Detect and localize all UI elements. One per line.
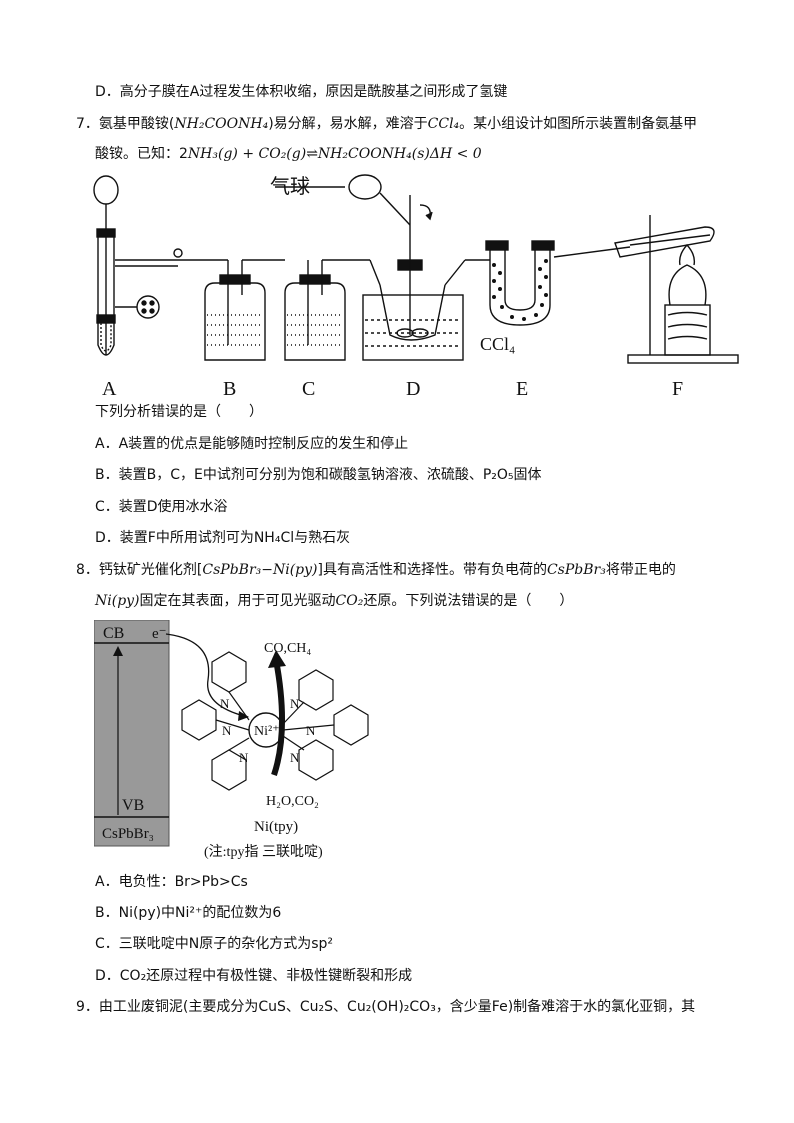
- apparatus-a: [93, 175, 183, 356]
- q7-option-c: C．装置D使用冰水浴: [95, 499, 228, 515]
- apparatus-d: [275, 174, 490, 361]
- apparatus-b: [178, 259, 285, 361]
- q8-formula: CsPbBr₃−Ni(py): [202, 562, 318, 578]
- label-d: D: [406, 378, 420, 400]
- label-b: B: [223, 378, 236, 400]
- reactants-label: H₂O,CO₂: [266, 794, 319, 809]
- apparatus-c: [284, 259, 370, 361]
- q7-ccl4: CCl₄: [427, 116, 460, 132]
- q7-stem-line2: 酸铵。已知：2NH₃(g) + CO₂(g)⇌NH₂COONH₄(s)ΔH < …: [95, 144, 482, 164]
- label-f: F: [672, 378, 683, 400]
- ccl4-label: CCl₄: [480, 334, 515, 354]
- q8-stem-line2: Ni(py)固定在其表面，用于可见光驱动CO₂还原。下列说法错误的是（ ）: [95, 591, 573, 611]
- q8-option-d: D．CO₂还原过程中有极性键、非极性键断裂和形成: [95, 968, 413, 984]
- q7-option-d: D．装置F中所用试剂可为NH₄Cl与熟石灰: [95, 530, 351, 546]
- q8-stem2-b: 还原。下列说法错误的是（ ）: [363, 593, 574, 609]
- complex-note: (注:tpy指 三联吡啶): [204, 844, 323, 860]
- q8-stem-c: 将带正电的: [605, 562, 676, 578]
- n-label-4: N: [290, 696, 300, 711]
- balloon-label: 气球: [270, 175, 310, 198]
- q8-stem-line1: 8．钙钛矿光催化剂[CsPbBr₃−Ni(py)]具有高活性和选择性。带有负电荷…: [76, 560, 676, 580]
- label-e: E: [516, 378, 528, 400]
- cb-label: CB: [103, 625, 124, 642]
- q9-stem: 9．由工业废铜泥(主要成分为CuS、Cu₂S、Cu₂(OH)₂CO₃，含少量Fe…: [76, 999, 696, 1015]
- q7-stem-a: 7．氨基甲酸铵(: [76, 116, 175, 132]
- material-label: CsPbBr₃: [102, 826, 154, 842]
- electron-label: e⁻: [152, 626, 167, 642]
- vb-label: VB: [122, 797, 144, 814]
- q7-stem-line1: 7．氨基甲酸铵(NH₂COONH₄)易分解，易水解，难溶于CCl₄。某小组设计如…: [76, 114, 697, 134]
- q8-co2: CO₂: [335, 593, 364, 609]
- n-label-2: N: [222, 723, 232, 738]
- label-a: A: [102, 378, 117, 400]
- apparatus-e: [485, 240, 631, 326]
- q7-stem-b: )易分解，易水解，难溶于: [268, 116, 428, 132]
- q7-apparatus-diagram: 气球 CCl₄ A B C D E F: [93, 174, 739, 400]
- q7-prompt: 下列分析错误的是（ ）: [95, 404, 263, 420]
- q7-option-a: A．A装置的优点是能够随时控制反应的发生和停止: [95, 436, 409, 452]
- apparatus-f: [614, 215, 739, 364]
- q7-stem2-a: 酸铵。已知：2: [95, 146, 188, 162]
- ni-label: Ni²⁺: [254, 724, 280, 739]
- q7-equation: NH₃(g) + CO₂(g)⇌NH₂COONH₄(s)ΔH < 0: [187, 146, 482, 162]
- q8-nipy: Ni(py): [95, 593, 140, 609]
- products-label: CO,CH₄: [264, 641, 311, 656]
- q6-option-d: D．高分子膜在A过程发生体积收缩，原因是酰胺基之间形成了氢键: [95, 84, 508, 100]
- q8-option-c: C．三联吡啶中N原子的杂化方式为sp²: [95, 936, 334, 952]
- n-label-1: N: [220, 696, 230, 711]
- q8-formula2: CsPbBr₃: [546, 562, 606, 578]
- n-label-3: N: [239, 750, 249, 765]
- n-label-6: N: [290, 750, 300, 765]
- complex-name: Ni(tpy): [254, 819, 298, 835]
- q8-stem2-a: 固定在其表面，用于可见光驱动: [139, 593, 336, 609]
- q8-stem-a: 8．钙钛矿光催化剂[: [76, 562, 203, 578]
- q8-option-b: B．Ni(py)中Ni²⁺的配位数为6: [95, 905, 282, 921]
- q7-stem-c: 。某小组设计如图所示装置制备氨基甲: [459, 116, 698, 132]
- n-label-5: N: [306, 723, 316, 738]
- label-c: C: [302, 378, 315, 400]
- q8-stem-b: ]具有高活性和选择性。带有负电荷的: [317, 562, 547, 578]
- q7-option-b: B．装置B，C，E中试剂可分别为饱和碳酸氢钠溶液、浓硫酸、P₂O₅固体: [95, 467, 542, 483]
- q7-formula: NH₂COONH₄: [174, 116, 269, 132]
- q8-option-a: A．电负性：Br>Pb>Cs: [95, 874, 248, 890]
- q8-catalyst-diagram: CB e⁻ VB CsPbBr₃ Ni²⁺ N N N N N N CO,CH₄…: [94, 620, 369, 860]
